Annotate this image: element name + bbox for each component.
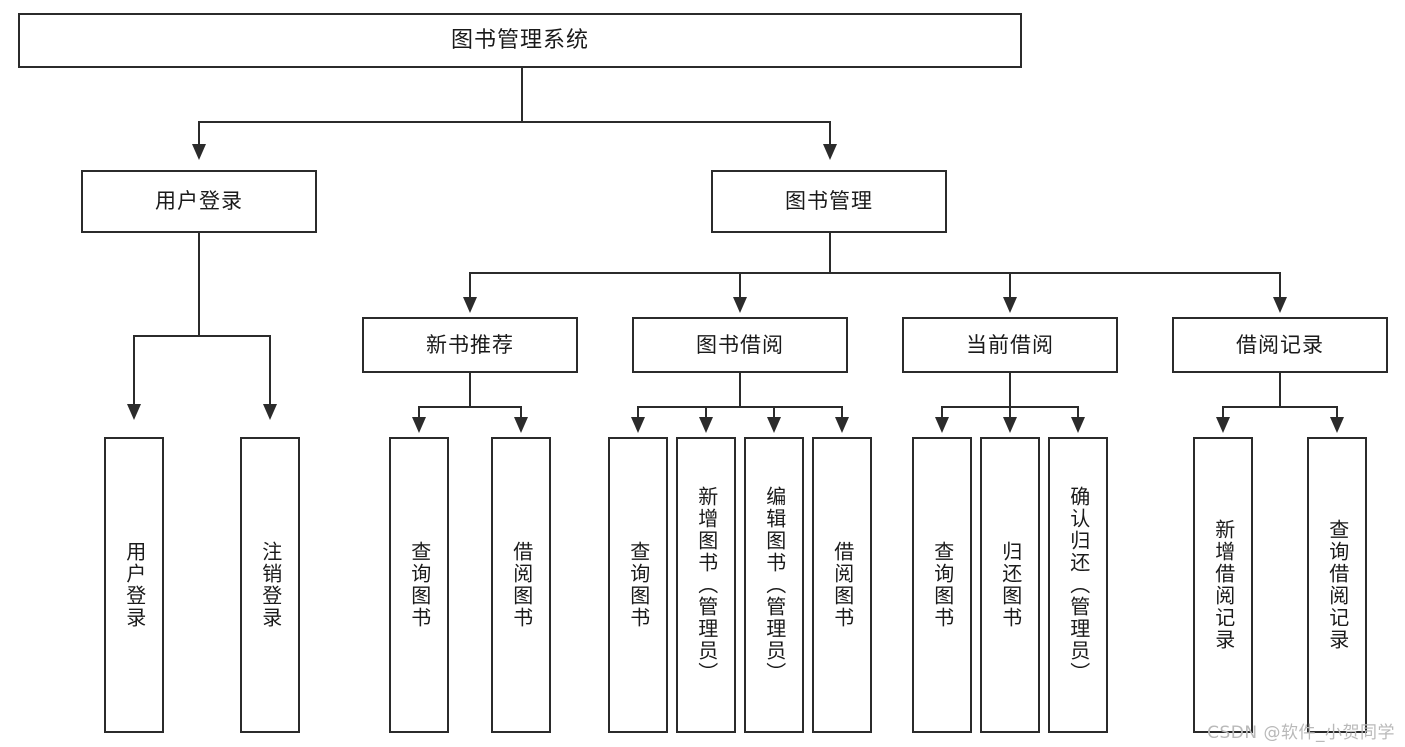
node-label: 借阅记录 [1236,332,1324,357]
node-user-login[interactable]: 用户登录 [81,170,317,233]
arrow-bb-b2 [699,417,713,433]
arrow-cb-b1 [935,417,949,433]
arrow-nbr-b1 [412,417,426,433]
arrow-br-b1 [1216,417,1230,433]
connector-bb-b1 [637,406,639,420]
node-leaf-add-borrow-record[interactable]: 新增借阅记录 [1193,437,1253,733]
node-current-borrow[interactable]: 当前借阅 [902,317,1118,373]
connector-cb-b2 [1009,406,1011,420]
connector-bb-b4 [841,406,843,420]
arrow-bm-c2 [733,297,747,313]
connector-nbr-bus [418,406,522,408]
node-leaf-edit-book-admin[interactable]: 编辑图书（管理员） [744,437,804,733]
node-label: 新书推荐 [426,332,514,357]
connector-root-to-user-login [198,121,200,149]
node-root-system[interactable]: 图书管理系统 [18,13,1022,68]
node-label: 用户登录 [155,189,243,213]
node-borrow-record[interactable]: 借阅记录 [1172,317,1388,373]
connector-bb-b3 [773,406,775,420]
arrow-root-to-book-manage [823,144,837,160]
connector-root-to-book-manage [829,121,831,149]
connector-bm-c4 [1279,272,1281,300]
connector-bm-c3 [1009,272,1011,300]
arrow-bm-c1 [463,297,477,313]
connector-book-manage-bus [469,272,1281,274]
arrow-bm-c3 [1003,297,1017,313]
arrow-bb-b1 [631,417,645,433]
arrow-root-to-user-login [192,144,206,160]
connector-bb-bus [637,406,841,408]
node-label: 图书管理系统 [450,27,589,53]
node-leaf-query-book-borrow[interactable]: 查询图书 [608,437,668,733]
connector-br-stem [1279,373,1281,407]
node-book-borrow[interactable]: 图书借阅 [632,317,848,373]
arrow-cb-b3 [1071,417,1085,433]
connector-br-b1 [1222,406,1224,420]
connector-root-stem [521,68,523,122]
node-label: 图书借阅 [696,332,784,357]
node-leaf-query-borrow-record[interactable]: 查询借阅记录 [1307,437,1367,733]
arrow-cb-b2 [1003,417,1017,433]
node-leaf-query-book-current[interactable]: 查询图书 [912,437,972,733]
node-label: 查询图书 [626,541,651,629]
node-leaf-borrow-book[interactable]: 借阅图书 [812,437,872,733]
node-label: 借阅图书 [509,541,534,629]
node-leaf-logout-login[interactable]: 注销登录 [240,437,300,733]
connector-user-login-bus [133,335,271,337]
connector-user-login-b2 [269,335,271,407]
connector-user-login-b1 [133,335,135,407]
node-label: 当前借阅 [966,332,1054,357]
connector-br-bus [1222,406,1338,408]
connector-nbr-b2 [520,406,522,420]
arrow-bm-c4 [1273,297,1287,313]
node-leaf-confirm-return-admin[interactable]: 确认归还（管理员） [1048,437,1108,733]
arrow-bb-b4 [835,417,849,433]
node-label: 用户登录 [122,541,147,629]
connector-br-b2 [1336,406,1338,420]
arrow-br-b2 [1330,417,1344,433]
arrow-nbr-b2 [514,417,528,433]
connector-book-manage-stem [829,233,831,273]
node-label: 查询借阅记录 [1325,519,1350,651]
connector-cb-b1 [941,406,943,420]
node-label: 查询图书 [407,541,432,629]
arrow-bb-b3 [767,417,781,433]
connector-nbr-stem [469,373,471,407]
connector-nbr-b1 [418,406,420,420]
node-label: 新增图书（管理员） [694,486,719,684]
node-leaf-add-book-admin[interactable]: 新增图书（管理员） [676,437,736,733]
arrow-user-login-b1 [127,404,141,420]
node-label: 确认归还（管理员） [1066,486,1091,684]
connector-cb-b3 [1077,406,1079,420]
node-label: 编辑图书（管理员） [762,486,787,684]
node-leaf-return-book[interactable]: 归还图书 [980,437,1040,733]
node-label: 归还图书 [998,541,1023,629]
node-new-book-recommend[interactable]: 新书推荐 [362,317,578,373]
connector-bb-b2 [705,406,707,420]
connector-bm-c2 [739,272,741,300]
node-label: 新增借阅记录 [1211,519,1236,651]
connector-bm-c1 [469,272,471,300]
watermark-credit: CSDN @软件_小贺同学 [1207,723,1395,743]
node-label: 借阅图书 [830,541,855,629]
node-label: 图书管理 [785,189,873,213]
connector-root-bus [198,121,831,123]
connector-bb-stem [739,373,741,407]
node-label: 注销登录 [258,541,283,629]
connector-user-login-stem [198,233,200,336]
arrow-user-login-b2 [263,404,277,420]
node-leaf-user-login[interactable]: 用户登录 [104,437,164,733]
node-leaf-borrow-book-recommend[interactable]: 借阅图书 [491,437,551,733]
node-label: 查询图书 [930,541,955,629]
node-leaf-query-book-recommend[interactable]: 查询图书 [389,437,449,733]
node-book-manage[interactable]: 图书管理 [711,170,947,233]
connector-cb-stem [1009,373,1011,407]
